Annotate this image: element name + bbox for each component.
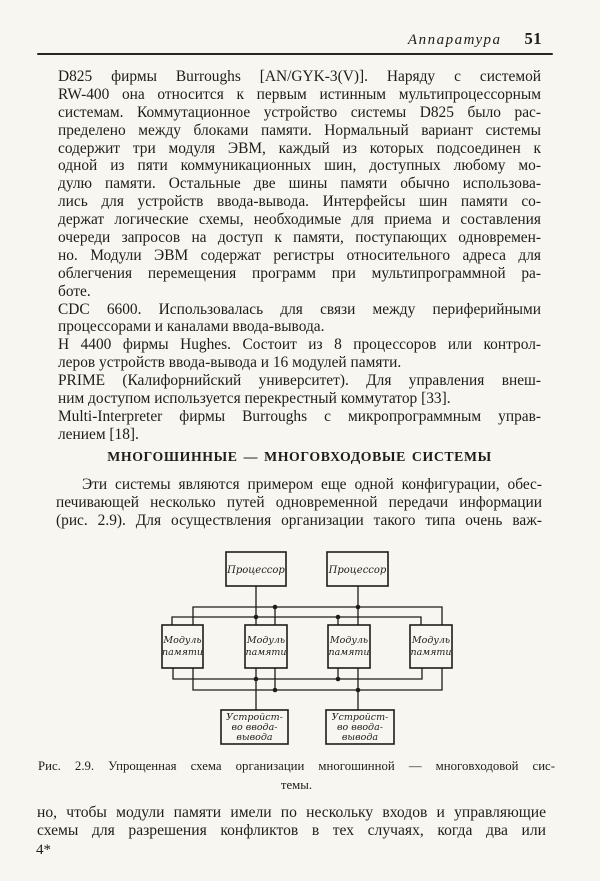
junction-dots bbox=[253, 604, 361, 693]
caption-line: темы. bbox=[280, 777, 313, 792]
text-line: пределено между блоками памяти. Нормальн… bbox=[58, 121, 541, 139]
memory1-box bbox=[161, 624, 204, 669]
lower-bus-1 bbox=[172, 668, 423, 680]
text-line: системам. Коммутационное устройство сист… bbox=[58, 103, 541, 121]
upper-bus-1 bbox=[192, 606, 443, 625]
memory3-label: памяти bbox=[328, 647, 369, 658]
figure-caption: Рис. 2.9. Упрощенная схема организации м… bbox=[38, 757, 555, 795]
processor2-label: Процессор bbox=[328, 565, 387, 576]
memory2-label: Модуль bbox=[246, 635, 285, 646]
caption-line: Рис. 2.9. Упрощенная схема организации м… bbox=[38, 759, 555, 773]
junction-dot bbox=[253, 676, 259, 682]
memory4-box bbox=[409, 624, 453, 669]
diagram-boxes bbox=[161, 551, 453, 745]
text-line: леров устройств ввода-вывода и 16 модуле… bbox=[58, 354, 402, 372]
bottom-paragraph: но, чтобы модули памяти имели по несколь… bbox=[37, 804, 546, 841]
text-line: D825 фирмы Burroughs [AN/GYK-3(V)]. Наря… bbox=[58, 68, 541, 85]
bus-wires bbox=[171, 586, 443, 710]
text-line: печивающей несколько путей одновременной… bbox=[56, 493, 542, 511]
text-line: но, чтобы модули памяти имели по несколь… bbox=[37, 804, 546, 821]
signature-mark: 4* bbox=[36, 842, 51, 858]
junction-dot bbox=[355, 687, 361, 693]
text-line: ним доступом используется перекрестный к… bbox=[58, 390, 451, 408]
text-line: держат логические схемы, необходимые для… bbox=[58, 211, 541, 229]
text-line: CDC 6600. Использовалась для связи между… bbox=[58, 300, 541, 318]
text-line: H 4400 фирмы Hughes. Состоит из 8 процес… bbox=[58, 336, 541, 354]
io1-label: вывода bbox=[236, 732, 273, 743]
main-text-block: D825 фирмы Burroughs [AN/GYK-3(V)]. Наря… bbox=[58, 68, 541, 444]
section-intro-paragraph: Эти системы являются примером еще одной … bbox=[56, 476, 542, 530]
memory1-label: памяти bbox=[162, 647, 203, 658]
memory1-label: Модуль bbox=[162, 635, 201, 646]
text-line: PRIME (Калифорнийский университет). Для … bbox=[58, 372, 541, 390]
text-line: (рис. 2.9). Для осуществления организаци… bbox=[56, 511, 542, 529]
junction-dot bbox=[272, 687, 278, 693]
io2-label: вывода bbox=[342, 732, 379, 743]
memory4-label: памяти bbox=[410, 647, 451, 658]
io1-label: Устройст- bbox=[226, 712, 283, 723]
processor1-box bbox=[225, 551, 287, 587]
upper-bus-2 bbox=[171, 616, 422, 625]
memory3-label: Модуль bbox=[329, 635, 368, 646]
io1-label: во ввода- bbox=[232, 722, 278, 733]
text-line: содержит три модуля ЭВМ, каждый из котор… bbox=[58, 139, 541, 157]
text-line: Эти системы являются примером еще одной … bbox=[82, 476, 542, 493]
io1-box bbox=[220, 709, 289, 745]
text-line: очереди запросов на доступ к памяти, пос… bbox=[58, 229, 541, 247]
text-line: лением [18]. bbox=[58, 425, 139, 443]
io2-box bbox=[325, 709, 395, 745]
text-line: но. Модули ЭВМ содержат регистры относит… bbox=[58, 246, 541, 264]
section-heading: МНОГОШИННЫЕ — МНОГОВХОДОВЫЕ СИСТЕМЫ bbox=[107, 449, 492, 464]
junction-dot bbox=[272, 604, 278, 610]
running-title: Аппаратура bbox=[407, 32, 502, 48]
text-line: процессорами и каналами ввода-вывода. bbox=[58, 318, 325, 336]
text-line: одной из пяти коммуникационных шин, дост… bbox=[58, 157, 541, 175]
io2-label: во ввода- bbox=[337, 722, 383, 733]
lower-bus-2 bbox=[192, 668, 443, 691]
io2-label: Устройст- bbox=[332, 712, 389, 723]
junction-dot bbox=[253, 614, 259, 620]
junction-dot bbox=[355, 604, 361, 610]
header-rule bbox=[37, 53, 553, 56]
text-line: дулю памяти. Остальные две шины памяти о… bbox=[58, 175, 541, 193]
memory4-label: Модуль bbox=[411, 635, 450, 646]
processor2-box bbox=[326, 551, 389, 587]
text-line: схемы для разрешения конфликтов в тех сл… bbox=[37, 822, 546, 840]
junction-dot bbox=[335, 676, 341, 682]
figure-diagram: Процессор Процессор Модуль памяти Модуль… bbox=[161, 551, 453, 745]
diagram-labels: Процессор Процессор Модуль памяти Модуль… bbox=[162, 565, 452, 743]
text-line: RW-400 она относится к первым истинным м… bbox=[58, 85, 541, 103]
text-line: боте. bbox=[58, 282, 91, 300]
text-line: облегчения перемещения программ при муль… bbox=[58, 264, 541, 282]
memory2-label: памяти bbox=[245, 647, 286, 658]
text-line: лись для устройств ввода-вывода. Интерфе… bbox=[58, 193, 541, 211]
text-line: Multi-Interpreter фирмы Burroughs с микр… bbox=[58, 407, 541, 425]
memory3-box bbox=[327, 624, 371, 669]
memory2-box bbox=[244, 624, 288, 669]
page-number: 51 bbox=[524, 29, 542, 48]
junction-dot bbox=[335, 614, 341, 620]
processor1-label: Процессор bbox=[226, 565, 285, 576]
page-header: Аппаратура 51 bbox=[408, 29, 542, 49]
